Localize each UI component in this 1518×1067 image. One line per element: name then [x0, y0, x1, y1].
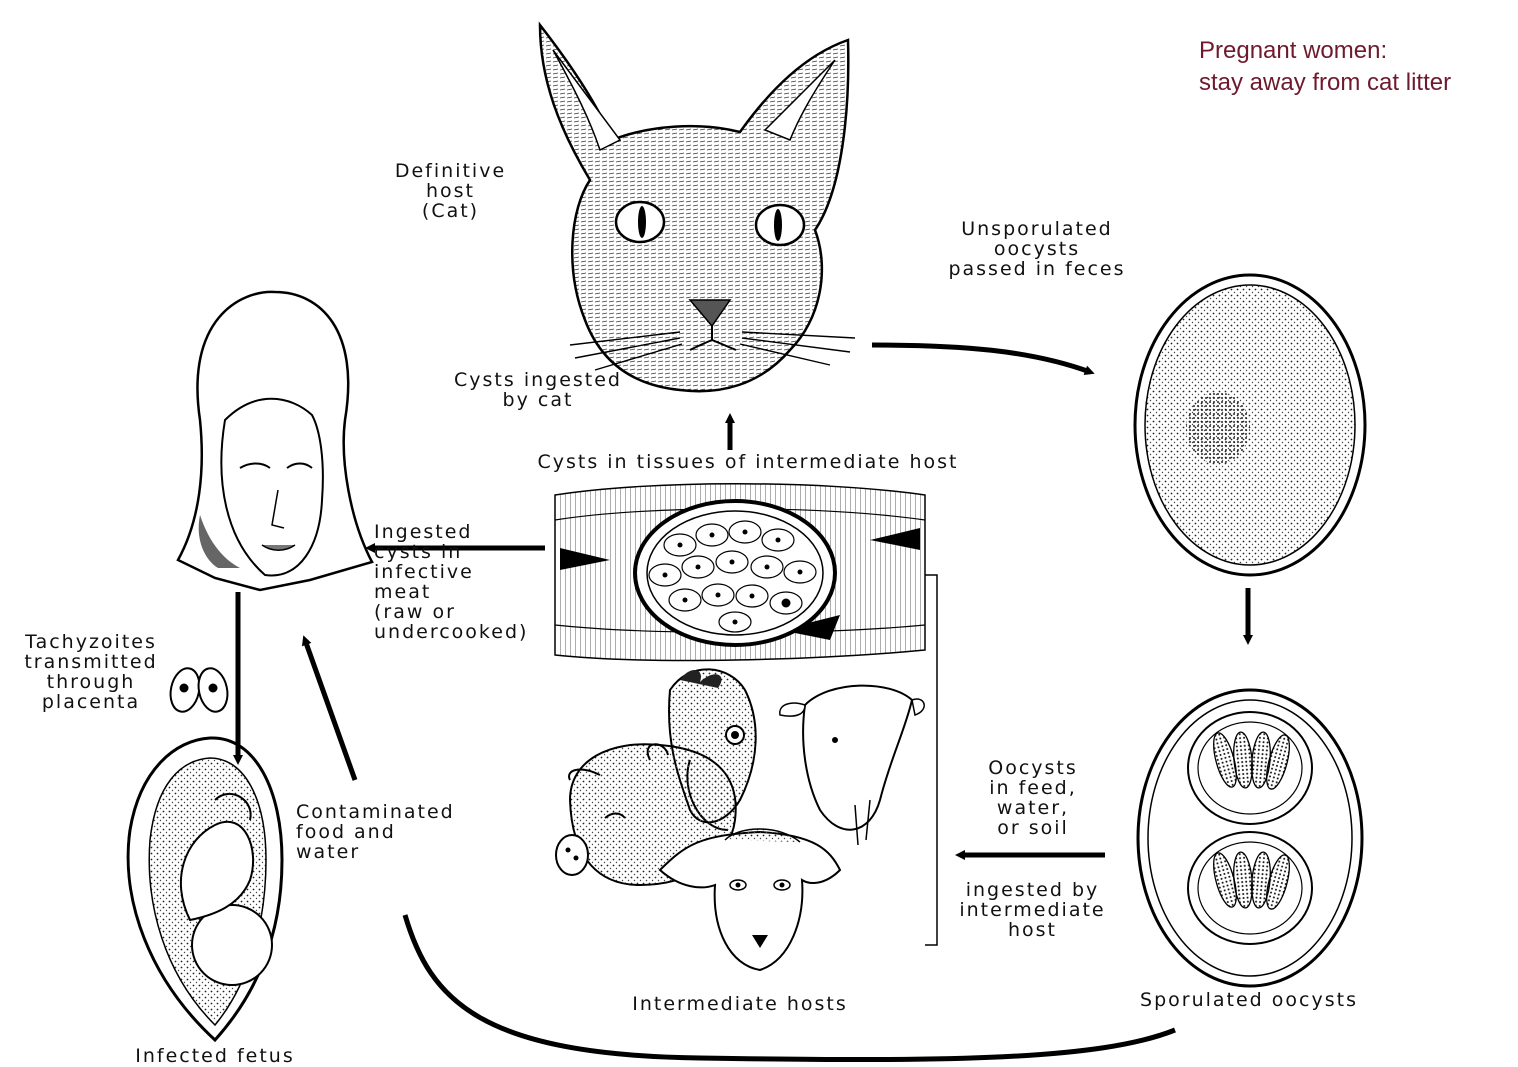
arrow-cat-to-oocyst	[872, 345, 1090, 372]
note-line-1: Pregnant women:	[1199, 35, 1451, 67]
label-cysts-ingested-by-cat: Cysts ingested by cat	[418, 370, 658, 410]
intermediate-animals-icon	[556, 669, 924, 970]
sporulated-oocyst-icon	[1138, 690, 1362, 986]
fetus-icon	[128, 738, 282, 1040]
label-infected-fetus: Infected fetus	[100, 1046, 330, 1066]
label-definitive-host: Definitive host (Cat)	[368, 161, 533, 221]
arrow-food-to-woman	[305, 640, 355, 780]
cat-head-icon	[540, 25, 855, 391]
note-line-2: stay away from cat litter	[1199, 67, 1451, 99]
label-ingested-by-intermediate: ingested by intermediate host	[935, 880, 1130, 940]
label-contaminated-food-water: Contaminated food and water	[296, 802, 496, 862]
pregnancy-warning-note: Pregnant women: stay away from cat litte…	[1199, 35, 1451, 99]
unsporulated-oocyst-icon	[1135, 275, 1365, 575]
label-unsporulated-oocysts: Unsporulated oocysts passed in feces	[912, 219, 1162, 279]
label-ingested-cysts-meat: Ingested cysts in infective meat (raw or…	[374, 522, 564, 642]
label-intermediate-hosts: Intermediate hosts	[595, 994, 885, 1014]
label-cysts-in-tissues: Cysts in tissues of intermediate host	[478, 452, 1018, 472]
label-tachyzoites: Tachyzoites transmitted through placenta	[2, 632, 180, 712]
woman-head-icon	[178, 292, 372, 590]
label-sporulated-oocysts: Sporulated oocysts	[1108, 990, 1390, 1010]
tissue-cyst-icon	[555, 484, 925, 661]
label-oocysts-in-feed: Oocysts in feed, water, or soil	[958, 758, 1108, 838]
